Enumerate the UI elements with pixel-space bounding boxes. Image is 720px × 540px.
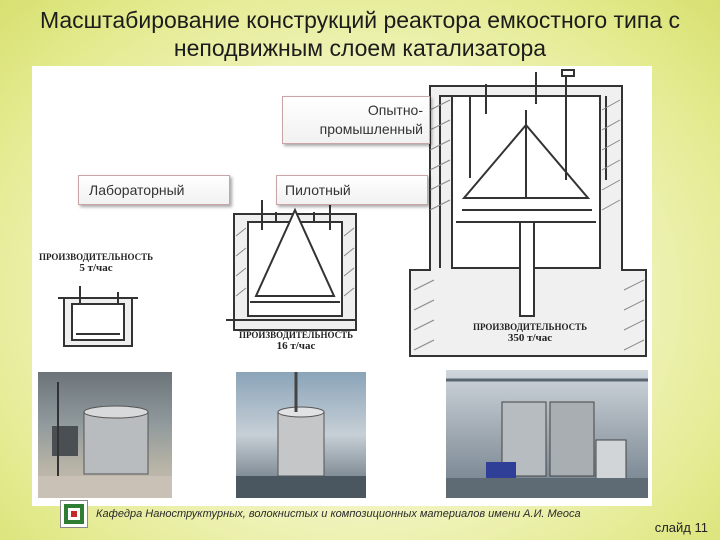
pilot-photo-illustration [236, 372, 366, 498]
pilot-capacity-caption: ПРОИЗВОДИТЕЛЬНОСТЬ 16 т/час [236, 330, 356, 352]
lab-capacity-caption: ПРОИЗВОДИТЕЛЬНОСТЬ 5 т/час [36, 252, 156, 274]
department-logo-icon [60, 500, 88, 528]
lab-capacity-title: ПРОИЗВОДИТЕЛЬНОСТЬ [38, 252, 154, 262]
industrial-capacity-title: ПРОИЗВОДИТЕЛЬНОСТЬ [472, 322, 588, 332]
slide-title: Масштабирование конструкций реактора емк… [0, 6, 720, 62]
label-laboratory: Лабораторный [78, 175, 230, 205]
label-pilot-industrial: Опытно- промышленный [282, 96, 430, 144]
industrial-reactor-photo [446, 370, 648, 498]
industrial-photo-illustration [446, 378, 648, 498]
pilot-capacity-value: 16 т/час [276, 340, 316, 352]
pilot-capacity-title: ПРОИЗВОДИТЕЛЬНОСТЬ [238, 330, 354, 340]
industrial-capacity-caption: ПРОИЗВОДИТЕЛЬНОСТЬ 350 т/час [470, 322, 590, 344]
logo-mark [64, 504, 84, 524]
pilot-reactor-photo [236, 372, 366, 498]
department-footer: Кафедра Наноструктурных, волокнистых и к… [96, 508, 581, 520]
label-pilot-industrial-line1: Опытно- [367, 102, 423, 118]
label-pilot-industrial-line2: промышленный [319, 121, 423, 137]
title-line-1: Масштабирование конструкций реактора емк… [39, 7, 681, 33]
lab-capacity-value: 5 т/час [79, 262, 113, 274]
lab-reactor-photo [38, 372, 172, 498]
label-pilot: Пилотный [276, 175, 428, 205]
title-line-2: неподвижным слоем катализатора [173, 35, 547, 61]
lab-photo-illustration [38, 382, 172, 498]
industrial-capacity-value: 350 т/час [507, 332, 553, 344]
slide-number: слайд 11 [654, 520, 708, 535]
